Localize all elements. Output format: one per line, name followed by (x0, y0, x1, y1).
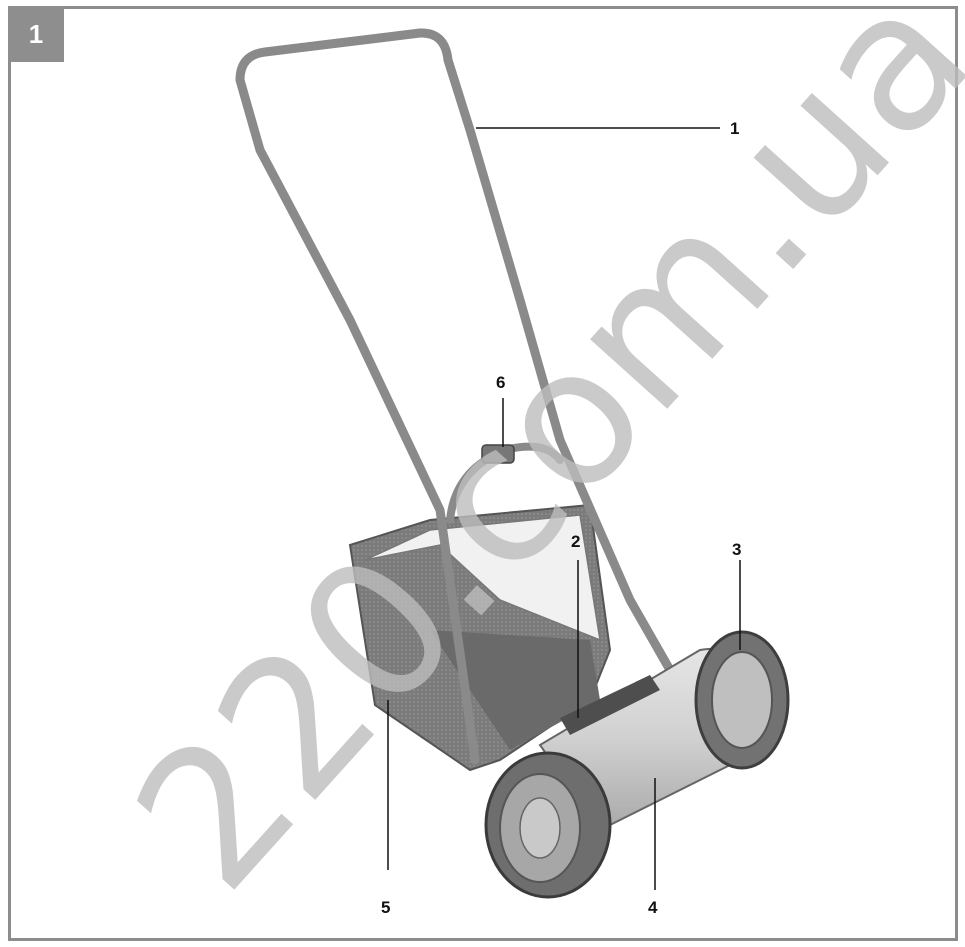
rear-wheel (694, 630, 790, 770)
front-wheel (484, 751, 612, 899)
callout-6: 6 (496, 373, 506, 392)
callout-5: 5 (381, 898, 391, 917)
leader-lines (387, 127, 741, 890)
handle-clamp (481, 444, 515, 464)
cutting-blade (560, 675, 660, 735)
callout-2: 2 (571, 532, 581, 551)
figure-number-badge: 1 (8, 6, 64, 62)
grass-catcher (348, 503, 612, 772)
callout-1: 1 (730, 119, 740, 138)
callout-3: 3 (732, 540, 742, 559)
callout-4: 4 (648, 898, 658, 917)
